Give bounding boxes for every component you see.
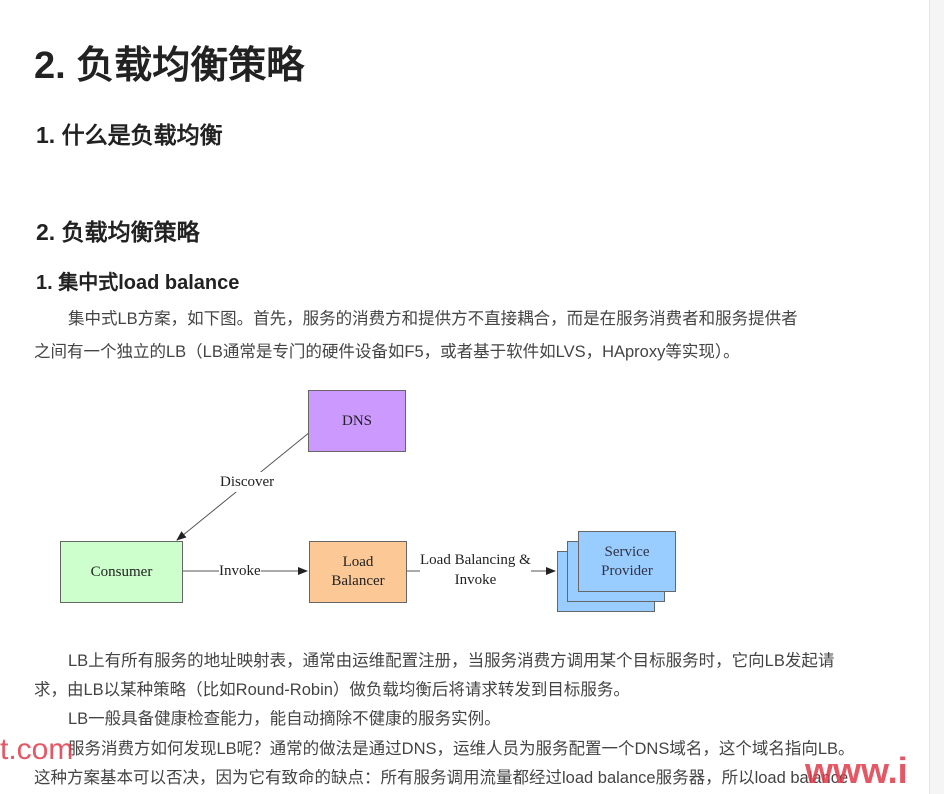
paragraph-line: 求，由LB以某种策略（比如Round-Robin）做负载均衡后将请求转发到目标服… (34, 681, 630, 699)
provider-label: Provider (601, 562, 653, 579)
consumer-box: Consumer (60, 541, 183, 603)
paragraph-line: 这种方案基本可以否决，因为它有致命的缺点：所有服务调用流量都经过load bal… (34, 769, 849, 787)
subsection-heading: 1. 集中式load balance (36, 272, 240, 294)
section-heading: 2. 负载均衡策略 (36, 219, 200, 245)
paragraph-line: 集中式LB方案，如下图。首先，服务的消费方和提供方不直接耦合，而是在服务消费者和… (68, 310, 798, 328)
invoke-label: Invoke (219, 561, 261, 581)
page-title: 2. 负载均衡策略 (34, 45, 305, 87)
watermark-left: t.com (0, 733, 74, 766)
dns-label: DNS (341, 412, 372, 429)
discover-label: Discover (220, 472, 275, 492)
consumer-label: Consumer (90, 563, 153, 580)
paragraph-line: LB一般具备健康检查能力，能自动摘除不健康的服务实例。 (68, 710, 501, 728)
lb-label: Balancer (331, 573, 385, 589)
paragraph-line: LB上有所有服务的地址映射表，通常由运维配置注册，当服务消费方调用某个目标服务时… (68, 652, 835, 670)
dns-box: DNS (308, 390, 406, 452)
section-heading: 1. 什么是负载均衡 (36, 122, 223, 148)
paragraph-line: 之间有一个独立的LB（LB通常是专门的硬件设备如F5，或者基于软件如LVS，HA… (34, 343, 740, 361)
lb-label: Load (342, 554, 374, 570)
provider-label: Service (604, 543, 650, 560)
scrollbar[interactable] (929, 0, 944, 794)
load-balancing-invoke-label: Load Balancing & Invoke (420, 550, 531, 590)
lbi-label: Invoke (454, 572, 497, 588)
watermark-right: www.i (805, 750, 908, 791)
lbi-label: Load Balancing & (420, 552, 531, 568)
paragraph-line: 服务消费方如何发现LB呢？通常的做法是通过DNS，运维人员为服务配置一个DNS域… (68, 740, 855, 758)
